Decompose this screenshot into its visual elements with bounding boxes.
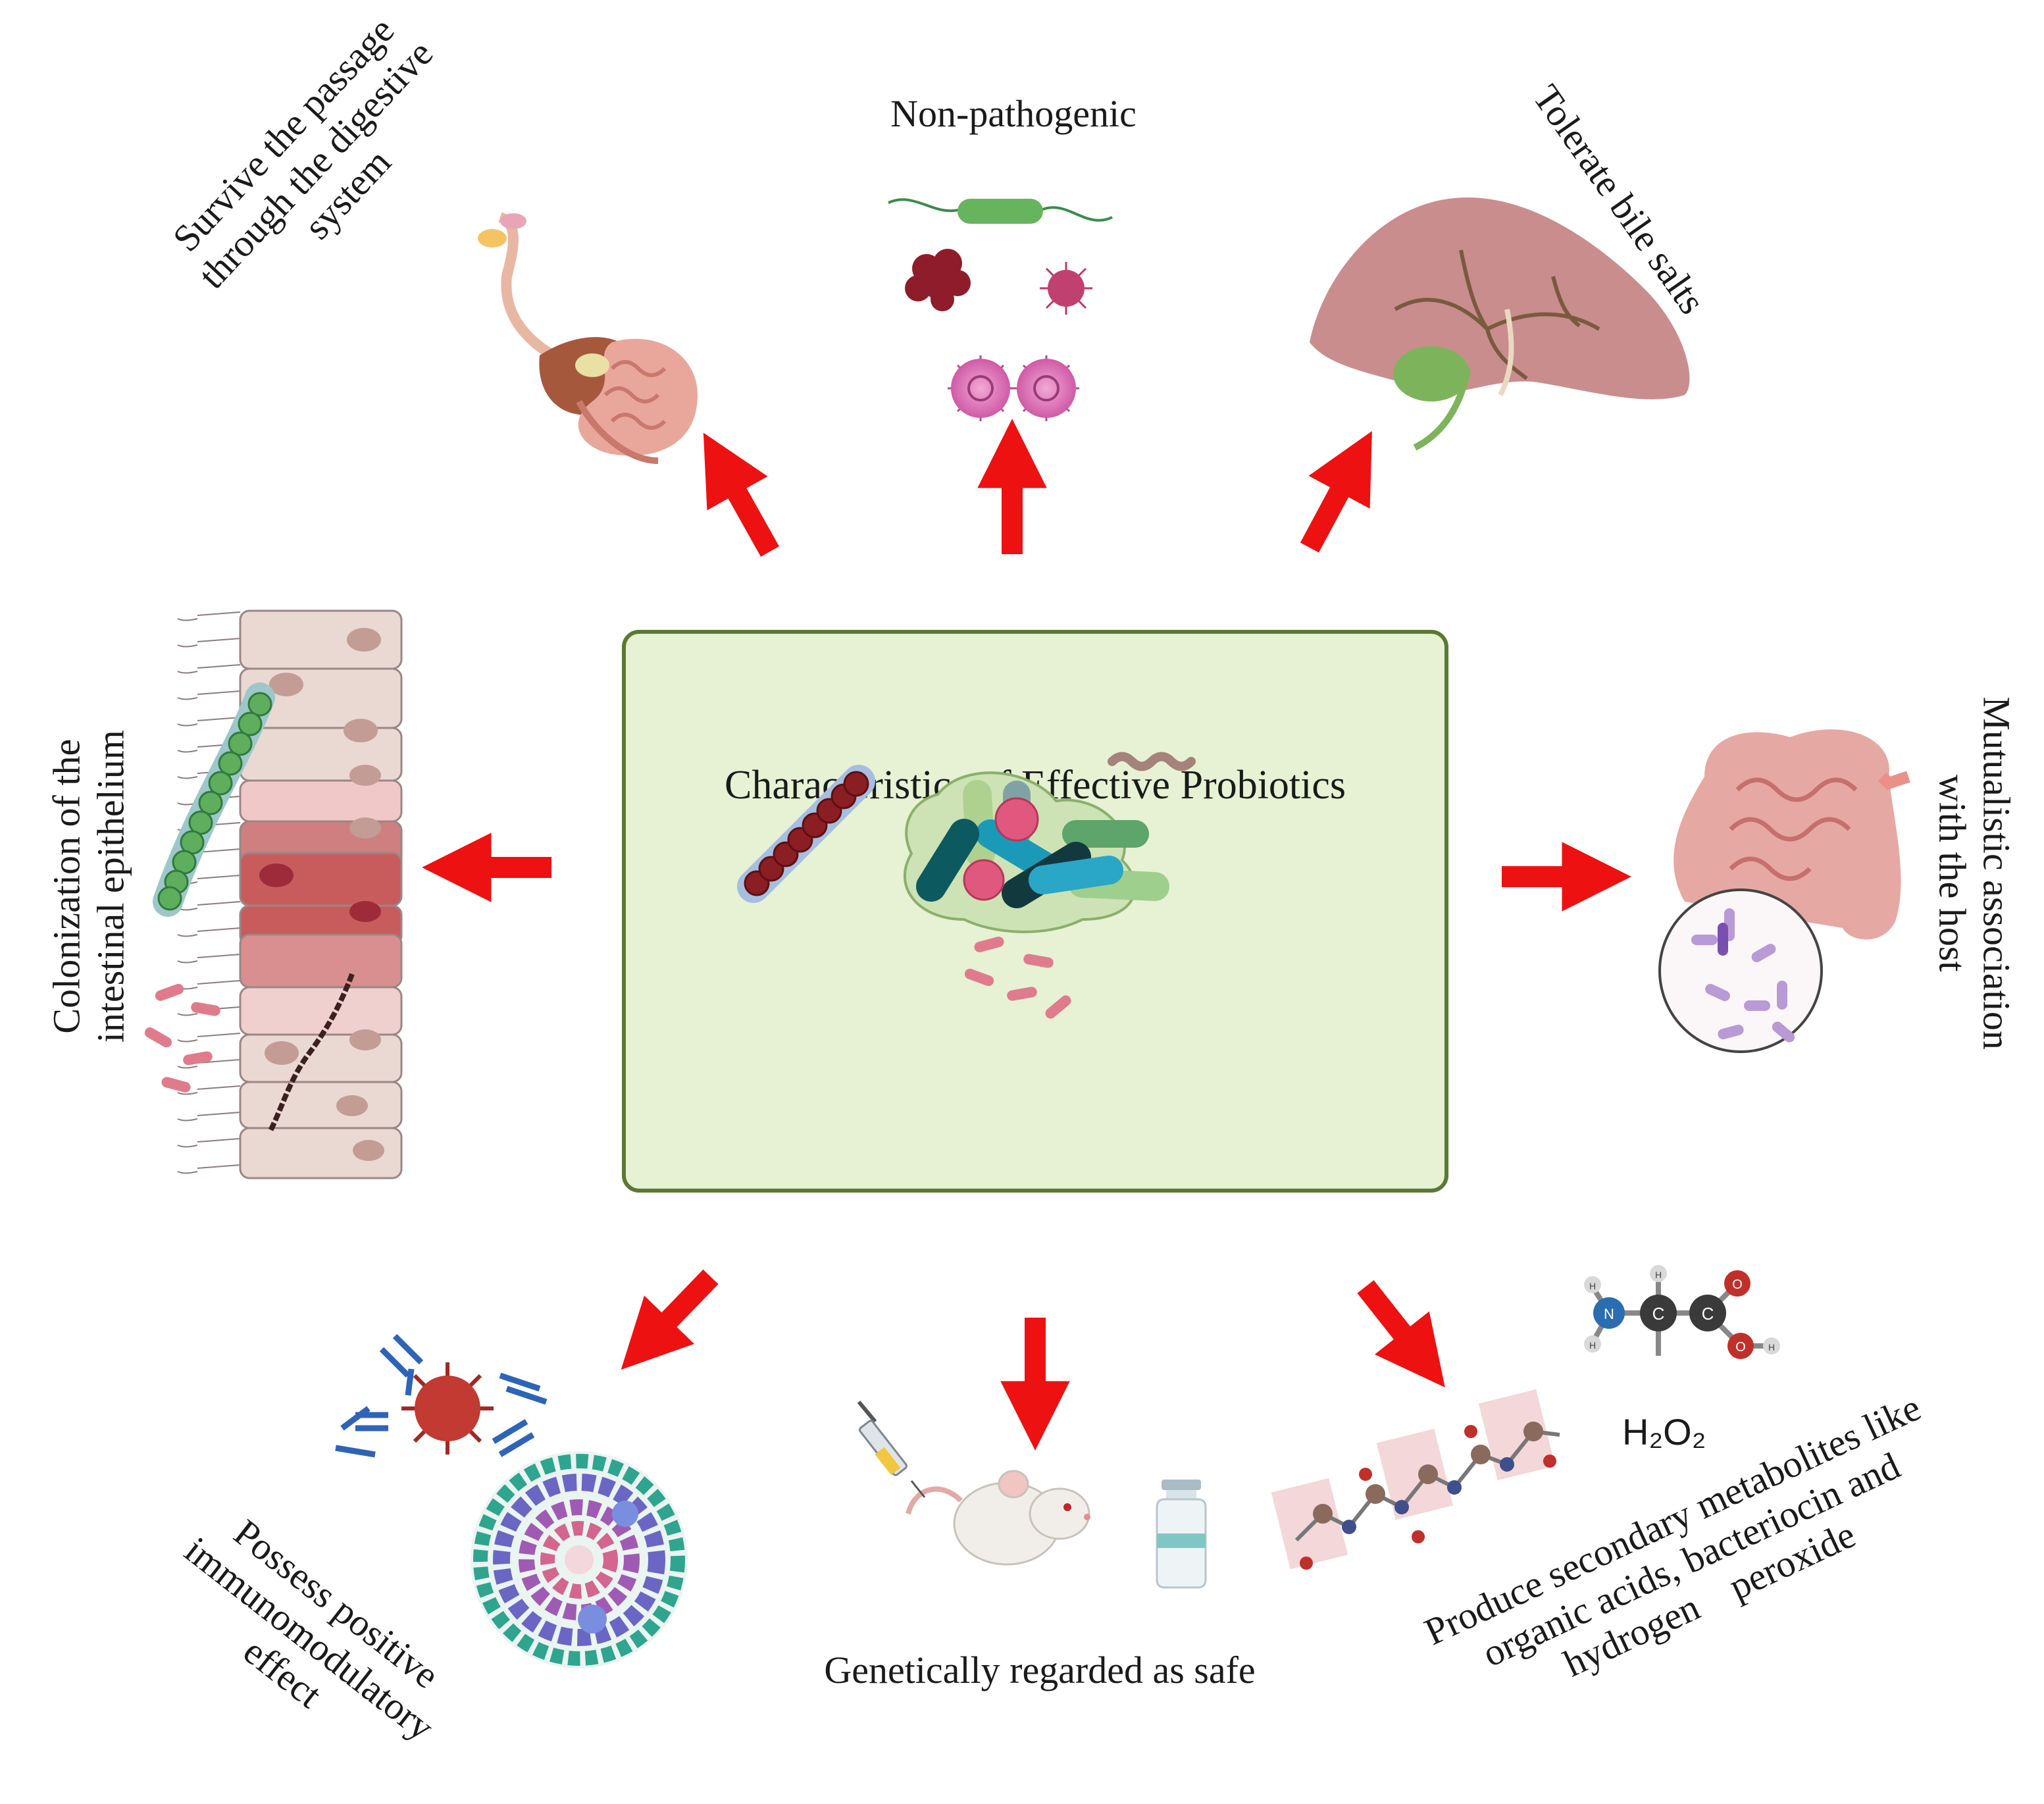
- atom-o-2: O: [1735, 1340, 1746, 1354]
- colonization-line-2: intestinal epithelium: [89, 730, 132, 1043]
- large-intestine-icon: [1658, 729, 1910, 1053]
- arrow-to-bile: [1300, 430, 1372, 553]
- arrows: [422, 419, 1631, 1451]
- arrow-to-digestive: [703, 432, 779, 557]
- colonization-label: Colonization of the intestinal epitheliu…: [45, 696, 132, 1077]
- vial-icon: [1156, 1480, 1207, 1589]
- peptide-chain-icon: [1271, 1389, 1560, 1570]
- atom-h-4: H: [1768, 1342, 1775, 1353]
- mutualistic-line-1: Mutualistic association: [1975, 696, 2018, 1050]
- safe-label: Genetically regarded as safe: [824, 1649, 1256, 1691]
- mouse-icon: [906, 1470, 1090, 1566]
- atom-c-1: C: [1652, 1304, 1665, 1324]
- atom-h-2: H: [1589, 1281, 1596, 1291]
- bacterial-chain: [153, 683, 275, 917]
- microbes-icon: [888, 198, 1113, 421]
- mutualistic-label: Mutualistic association with the host: [1930, 663, 2018, 1084]
- syringe-icon: [857, 1401, 926, 1498]
- digestive-system-icon: [478, 212, 698, 464]
- arrow-to-immuno: [621, 1269, 719, 1370]
- h2o2-label: H₂O₂: [1622, 1411, 1706, 1453]
- non-pathogenic-label: Non-pathogenic: [890, 92, 1137, 135]
- atom-h-1: H: [1655, 1270, 1662, 1280]
- arrow-to-metabolites: [1357, 1280, 1445, 1388]
- immune-cells-icon: [335, 1333, 688, 1668]
- atom-c-2: C: [1702, 1304, 1714, 1324]
- atom-h-3: H: [1589, 1340, 1596, 1351]
- mutualistic-line-2: with the host: [1931, 774, 1974, 972]
- atom-n: N: [1604, 1306, 1614, 1322]
- intestinal-epithelium-icon: [144, 609, 403, 1179]
- center-box: Characteristics of Effective Probiotics: [622, 630, 1448, 1193]
- atom-o-1: O: [1732, 1277, 1743, 1292]
- amino-acid-molecule-icon: N C C O O H H H H: [1584, 1265, 1780, 1359]
- liver-icon: [1310, 197, 1690, 451]
- probiotic-bacteria-cluster-icon: [737, 752, 1196, 1019]
- colonization-line-1: Colonization of the: [45, 738, 88, 1034]
